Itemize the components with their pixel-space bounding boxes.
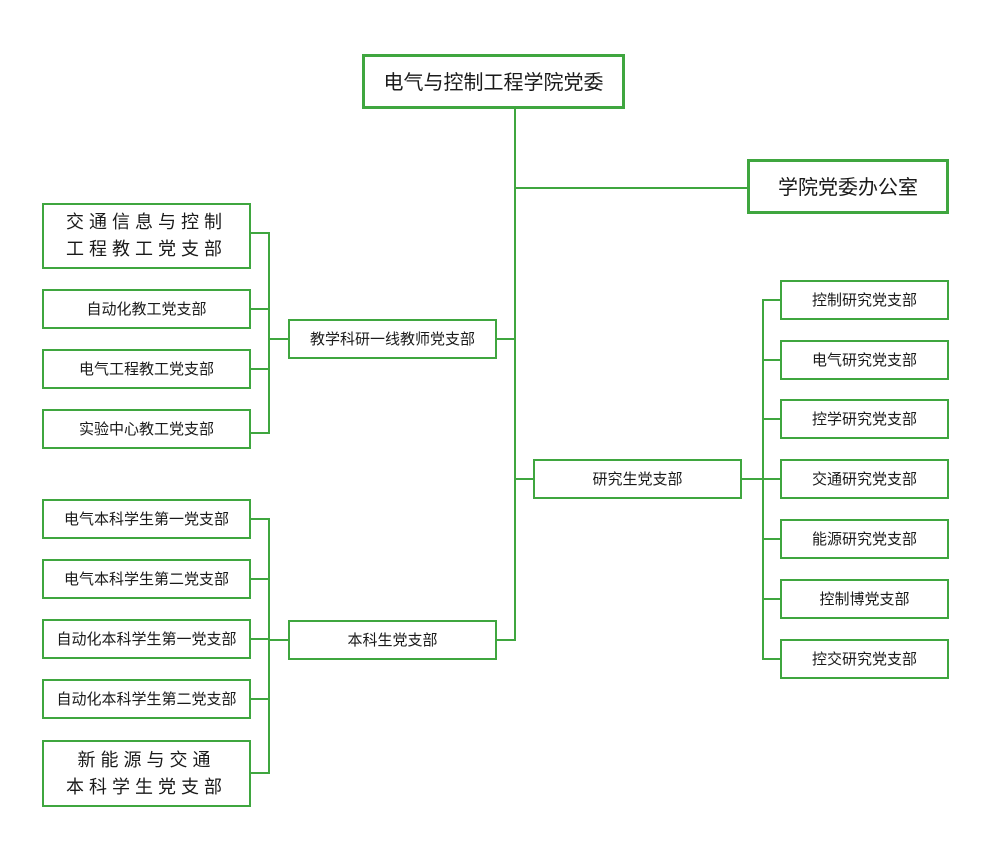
undergrad-child-label: 自动化本科学生第二党支部 xyxy=(56,690,237,708)
undergrad-branch-child-node: 电气本科学生第一党支部 xyxy=(42,499,251,539)
office-node: 学院党委办公室 xyxy=(747,159,949,214)
undergrad-child-label-line1: 新能源与交通 xyxy=(77,749,216,771)
teacher-branch-label-line1: 交通信息与控制 xyxy=(66,212,227,233)
teacher-branch-label-line2: 工程教工党支部 xyxy=(66,239,227,260)
graduate-child-label: 控交研究党支部 xyxy=(811,650,917,668)
undergrad-branch-child-node: 自动化本科学生第二党支部 xyxy=(42,679,251,719)
graduate-child-node: 控交研究党支部 xyxy=(780,639,949,679)
undergrad-child-label: 电气本科学生第一党支部 xyxy=(63,510,229,528)
graduate-branch-node: 研究生党支部 xyxy=(533,459,742,499)
teacher-branch-node: 实验中心教工党支部 xyxy=(42,409,251,449)
office-node-label: 学院党委办公室 xyxy=(778,174,918,199)
undergrad-branch-label: 本科生党支部 xyxy=(347,631,438,649)
teacher-branch-node: 自动化教工党支部 xyxy=(42,289,251,329)
teachers-branch-node: 教学科研一线教师党支部 xyxy=(288,319,497,359)
teacher-branch-label: 实验中心教工党支部 xyxy=(78,420,214,438)
teachers-branch-label: 教学科研一线教师党支部 xyxy=(309,330,475,348)
undergrad-child-label: 电气本科学生第二党支部 xyxy=(63,570,229,588)
undergrad-branch-child-node: 新能源与交通 本科学生党支部 xyxy=(42,740,251,807)
root-node: 电气与控制工程学院党委 xyxy=(362,54,625,109)
graduate-child-label: 交通研究党支部 xyxy=(811,470,917,488)
undergrad-branch-node: 本科生党支部 xyxy=(288,620,497,660)
teacher-branch-node: 交通信息与控制 工程教工党支部 xyxy=(42,203,251,269)
graduate-child-node: 电气研究党支部 xyxy=(780,340,949,380)
graduate-child-label: 电气研究党支部 xyxy=(811,351,917,369)
graduate-child-label: 控制研究党支部 xyxy=(811,291,917,309)
teacher-branch-label: 电气工程教工党支部 xyxy=(78,360,214,378)
graduate-child-label: 控制博党支部 xyxy=(819,590,910,608)
undergrad-child-label: 自动化本科学生第一党支部 xyxy=(56,630,237,648)
teacher-branch-node: 电气工程教工党支部 xyxy=(42,349,251,389)
graduate-branch-label: 研究生党支部 xyxy=(592,470,683,488)
undergrad-branch-child-node: 电气本科学生第二党支部 xyxy=(42,559,251,599)
graduate-child-node: 控学研究党支部 xyxy=(780,399,949,439)
graduate-child-node: 交通研究党支部 xyxy=(780,459,949,499)
graduate-child-node: 控制研究党支部 xyxy=(780,280,949,320)
graduate-child-node: 能源研究党支部 xyxy=(780,519,949,559)
graduate-child-label: 能源研究党支部 xyxy=(811,530,917,548)
graduate-child-label: 控学研究党支部 xyxy=(811,410,917,428)
teacher-branch-label: 自动化教工党支部 xyxy=(86,300,207,318)
graduate-child-node: 控制博党支部 xyxy=(780,579,949,619)
root-node-label: 电气与控制工程学院党委 xyxy=(383,69,604,94)
undergrad-child-label-line2: 本科学生党支部 xyxy=(66,776,227,798)
undergrad-branch-child-node: 自动化本科学生第一党支部 xyxy=(42,619,251,659)
